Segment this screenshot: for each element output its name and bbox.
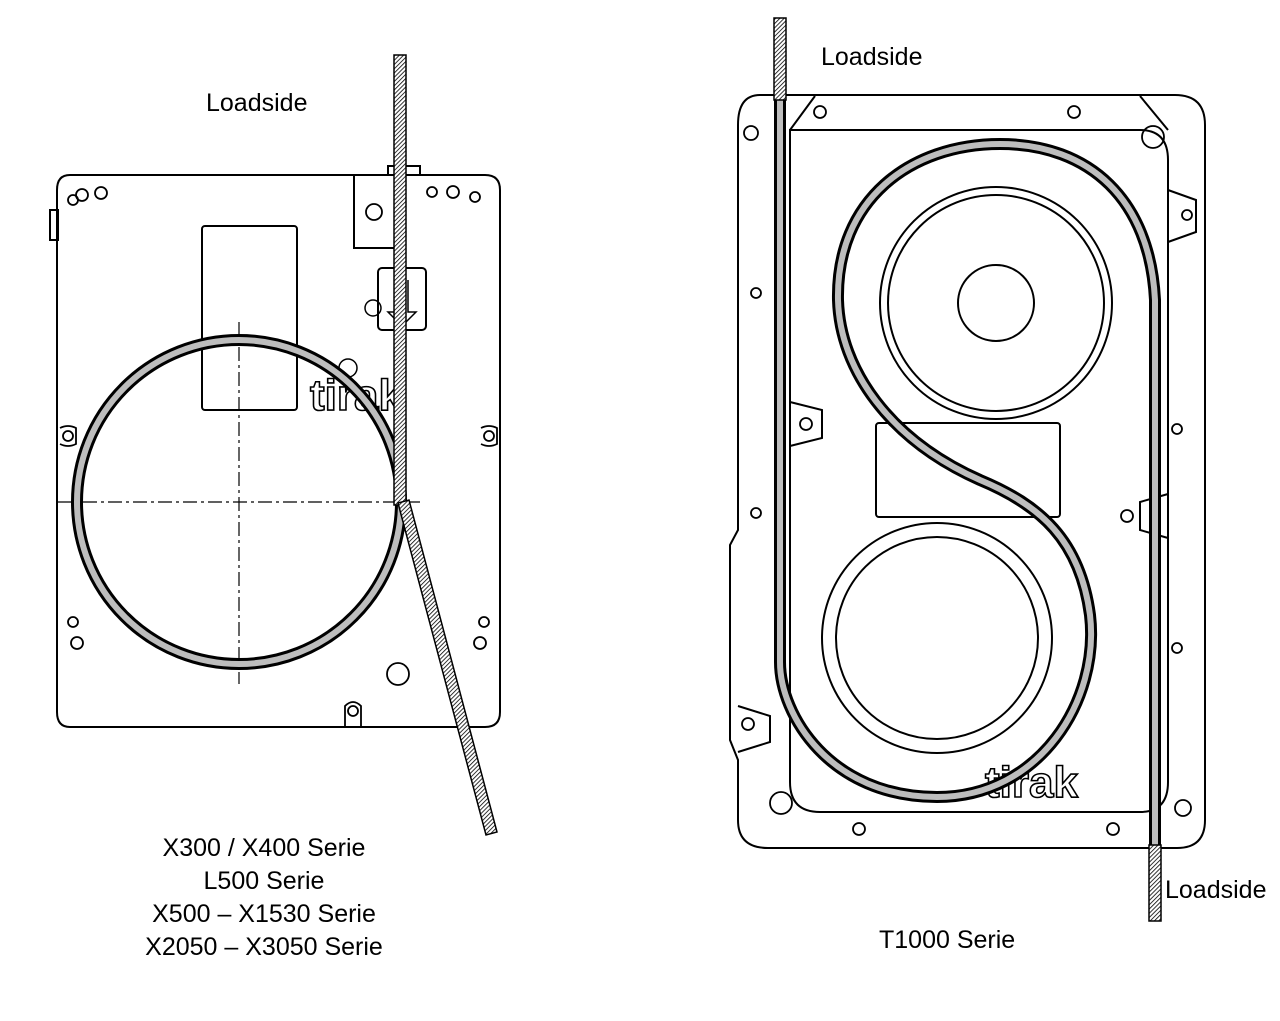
left-mounting-holes [59, 185, 498, 727]
left-loadside-label: Loadside [206, 89, 308, 117]
left-hoist-housing [49, 165, 501, 728]
left-wire-rope [71, 54, 498, 836]
caption-line: X300 / X400 Serie [162, 834, 366, 862]
right-loadside-bottom-label: Loadside [1165, 876, 1267, 904]
left-series-caption: X300 / X400 Serie L500 Serie X500 – X153… [114, 832, 414, 964]
right-wire-rope [773, 17, 1162, 922]
caption-line: X2050 – X3050 Serie [145, 933, 383, 961]
right-loadside-top-label: Loadside [821, 43, 923, 71]
caption-line: L500 Serie [203, 867, 325, 895]
right-series-caption: T1000 Serie [879, 926, 1016, 954]
right-mounting-holes [741, 105, 1193, 836]
caption-line: X500 – X1530 Serie [152, 900, 376, 928]
left-centerlines [58, 322, 420, 684]
